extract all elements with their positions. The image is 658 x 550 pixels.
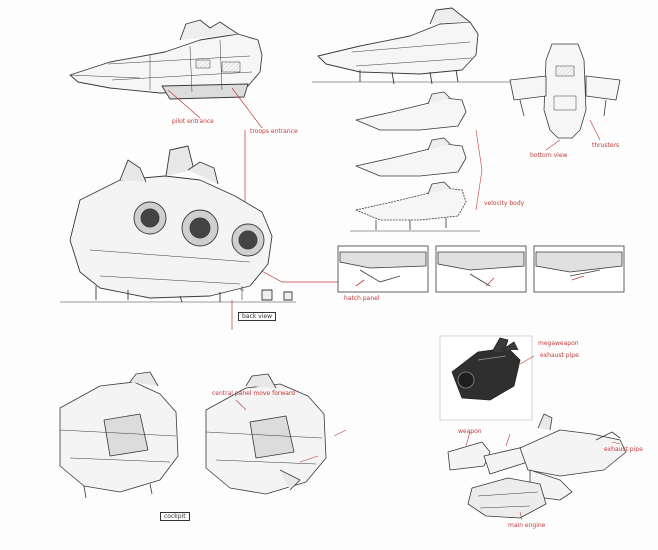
label-bottom-view: bottom view xyxy=(530,152,568,159)
label-thrusters: thrusters xyxy=(592,142,620,149)
cockpit-view-2 xyxy=(205,373,327,495)
label-exhaust-pipe-right: exhaust pipe xyxy=(604,446,643,453)
label-main-engine: main engine xyxy=(508,522,546,529)
label-back-view: back view xyxy=(238,312,276,321)
label-exhaust-pipe-top: exhaust pipe xyxy=(540,352,579,359)
ship-side-view-3 xyxy=(355,137,467,177)
cockpit-view-1 xyxy=(59,371,179,499)
label-central-panel: central panel move forward xyxy=(212,390,296,397)
exploded-callouts xyxy=(465,355,621,521)
ship-back-view xyxy=(60,145,296,303)
ship-side-view-large xyxy=(312,7,510,85)
ship-side-view-2 xyxy=(355,91,467,131)
bottom-view-callouts xyxy=(545,119,601,151)
label-velocity-body: velocity body xyxy=(484,200,525,207)
ship-side-view-4 xyxy=(350,181,480,232)
exploded-parts xyxy=(447,413,627,519)
hatch-panel-frame-2 xyxy=(435,245,527,293)
megaweapon-closeup xyxy=(439,335,533,421)
label-cockpit: cockpit xyxy=(160,512,190,521)
label-troops-entrance: troops entrance xyxy=(250,128,298,135)
hatch-panel-frame-1 xyxy=(337,245,429,293)
label-weapon: weapon xyxy=(458,428,482,435)
label-megaweapon: megaweapon xyxy=(538,340,579,347)
main-ship-side-view xyxy=(69,19,263,100)
velocity-bracket xyxy=(475,129,483,211)
cockpit-callouts xyxy=(235,399,347,463)
label-hatch-panel: hatch panel xyxy=(344,295,380,302)
ship-bottom-view xyxy=(509,43,621,139)
hatch-panel-frame-3 xyxy=(533,245,625,293)
label-pilot-entrance: pilot entrance xyxy=(172,118,214,125)
callout-lines-top xyxy=(167,87,338,330)
